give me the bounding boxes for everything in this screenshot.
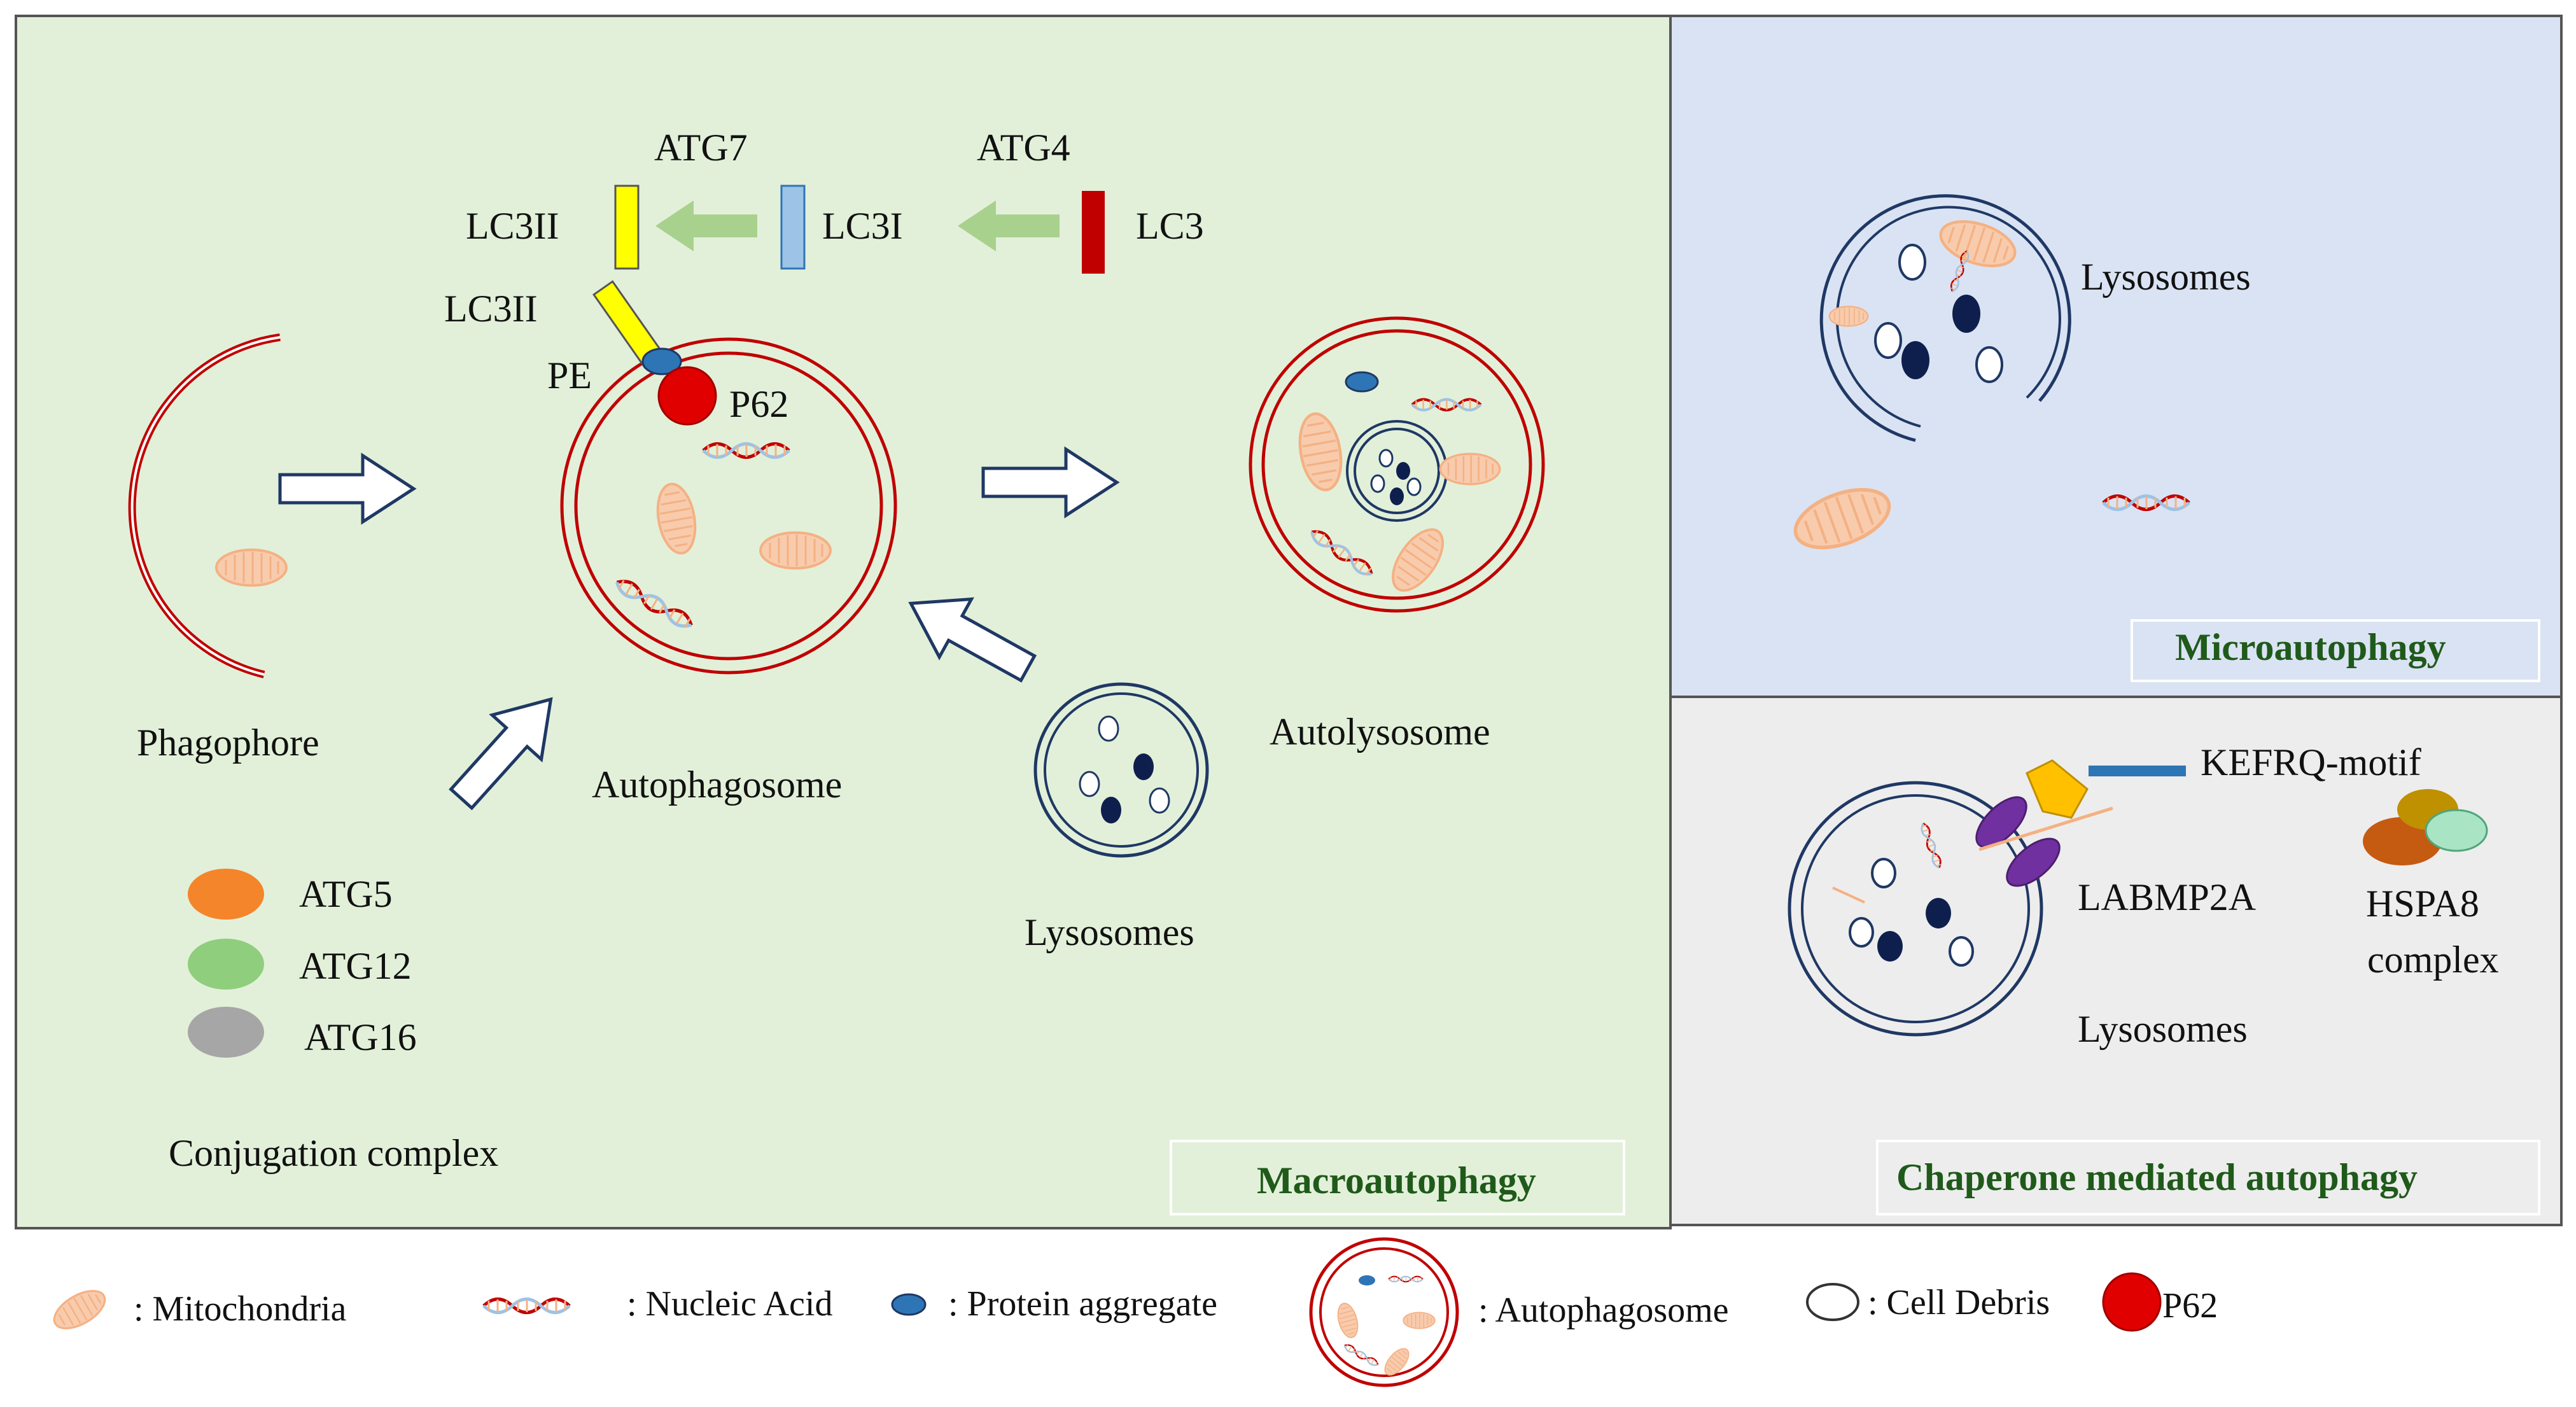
chaperone-icon [2026, 759, 2089, 819]
autolysosome-label: Autolysosome [1270, 711, 1490, 753]
cell-debris-icon [1806, 1283, 1859, 1321]
cma-lysosome [1788, 781, 2043, 1037]
micro-lysosome [1819, 194, 2071, 442]
cell-debris-icon [1849, 917, 1874, 948]
mitochondria-icon [1828, 305, 1869, 327]
cma-lysosomes-label: Lysosomes [2078, 1008, 2248, 1050]
legend-protein-aggregate: : Protein aggregate [948, 1284, 1217, 1324]
atg16-label: ATG16 [304, 1016, 417, 1058]
macroautophagy-title: Macroautophagy [1257, 1159, 1536, 1201]
mitochondria-icon [1439, 452, 1501, 486]
cma-panel [1669, 696, 2563, 1226]
atg5-icon [188, 869, 264, 920]
labmp2a-label: LABMP2A [2078, 876, 2256, 918]
cell-debris-icon [1079, 771, 1100, 797]
mitochondria-icon [759, 531, 832, 570]
mitochondria-icon [215, 549, 288, 587]
microautophagy-title: Microautophagy [2175, 626, 2446, 668]
microautophagy-title-box [2131, 619, 2540, 682]
legend-cell-debris: : Cell Debris [1868, 1283, 2050, 1322]
cma-title: Chaperone mediated autophagy [1896, 1156, 2418, 1198]
macroautophagy-panel [15, 15, 1672, 1229]
p62-icon [657, 366, 717, 426]
autophagosome-label: Autophagosome [592, 764, 842, 806]
lc3i-label: LC3I [822, 205, 903, 247]
phagophore-label: Phagophore [137, 722, 319, 764]
hspa8-label: HSPA8 [2366, 883, 2479, 925]
p62-icon [2102, 1272, 2162, 1332]
autophagosome [560, 337, 897, 675]
mitochondria-icon [47, 1282, 112, 1337]
cma-title-box [1876, 1140, 2540, 1215]
cell-debris-icon [1098, 715, 1119, 742]
atg5-label: ATG5 [299, 873, 393, 915]
lc3-bar [1082, 191, 1105, 274]
legend-p62: P62 [2162, 1286, 2218, 1326]
cell-debris-icon [1975, 346, 2003, 383]
atg16-icon [188, 1007, 264, 1058]
hspa8-complex-label: complex [2367, 939, 2499, 981]
autophagosome-legend-icon [1309, 1237, 1459, 1387]
lamp2a-receptor-icon [1975, 796, 2027, 848]
cell-debris-icon [1149, 787, 1170, 814]
legend-autophagosome: : Autophagosome [1478, 1291, 1729, 1330]
legend-mitochondria: : Mitochondria [134, 1289, 347, 1329]
p62-label: P62 [729, 383, 788, 425]
micro-lysosomes-label: Lysosomes [2081, 256, 2251, 298]
cell-debris-icon [1949, 936, 1974, 967]
atg7-label: ATG7 [654, 127, 748, 169]
protein-aggregate-icon [1345, 371, 1379, 393]
kefrq-label: KEFRQ-motif [2201, 741, 2421, 783]
legend-nucleic-acid: : Nucleic Acid [627, 1284, 832, 1324]
lamp2a-receptor-icon [2006, 837, 2061, 887]
lc3ii-bar [614, 185, 640, 270]
microautophagy-panel [1669, 15, 2563, 698]
nucleic-acid-icon [484, 1299, 570, 1313]
lysosomes-label: Lysosomes [1025, 911, 1194, 953]
lc3-label: LC3 [1136, 205, 1204, 247]
atg12-icon [188, 939, 264, 990]
protein-aggregate-icon [891, 1293, 927, 1316]
conjugation-complex-label: Conjugation complex [169, 1132, 498, 1174]
lysosome [1033, 682, 1209, 858]
pe-label: PE [547, 354, 592, 396]
lc3ii-top-label: LC3II [466, 205, 559, 247]
autolysosome [1249, 316, 1545, 613]
pe-protein-icon [641, 347, 682, 375]
macroautophagy-title-box [1170, 1140, 1625, 1215]
atg12-label: ATG12 [299, 945, 412, 987]
cell-debris-icon [1874, 322, 1902, 359]
lc3ii-side-label: LC3II [444, 288, 538, 330]
kefrq-motif-icon [2089, 766, 2186, 776]
hspa8-mint-icon [2425, 809, 2488, 852]
cell-debris-icon [1871, 858, 1896, 888]
cell-debris-icon [1898, 244, 1926, 281]
atg4-label: ATG4 [977, 127, 1070, 169]
lc3i-bar [780, 185, 806, 270]
